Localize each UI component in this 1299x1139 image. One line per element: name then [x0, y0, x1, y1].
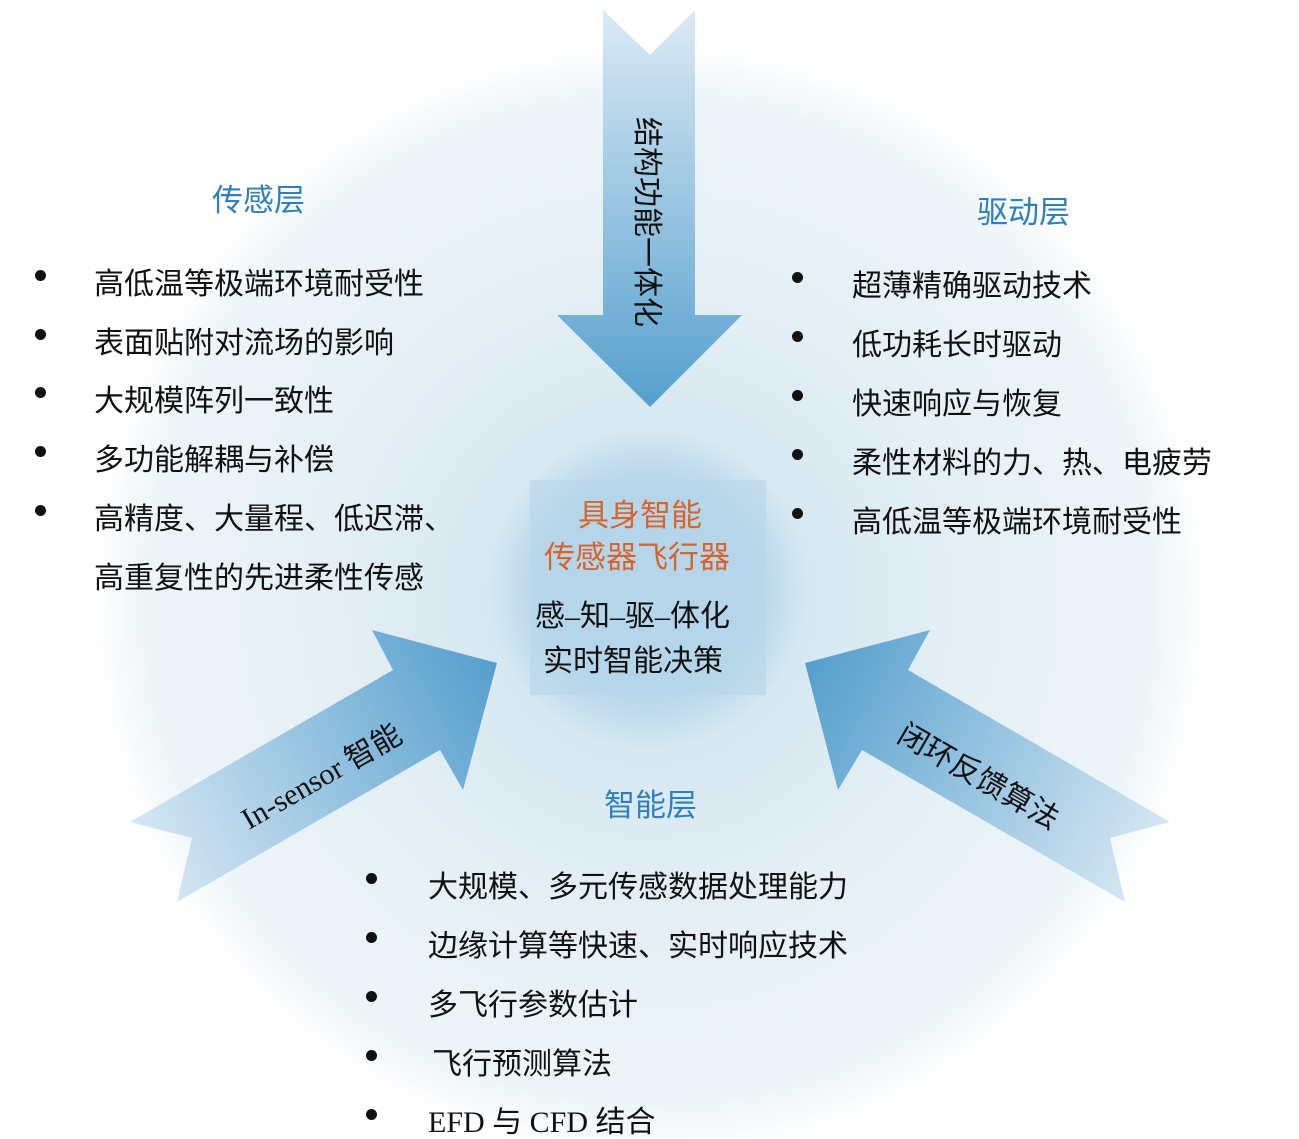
- list-item: 飞行预测算法: [432, 1048, 612, 1081]
- list-item: 高低温等极端环境耐受性: [94, 268, 424, 301]
- list-item: 大规模阵列一致性: [94, 385, 334, 418]
- bullet: [792, 390, 803, 401]
- core-title-line2: 传感器飞行器: [544, 540, 730, 575]
- bullet: [35, 329, 46, 340]
- actuation-title: 驱动层: [977, 195, 1070, 230]
- bullet: [366, 991, 377, 1002]
- sensing-title: 传感层: [212, 183, 305, 218]
- list-item: 边缘计算等快速、实时响应技术: [428, 930, 848, 963]
- core-title-line1: 具身智能: [578, 498, 702, 533]
- bullet: [792, 331, 803, 342]
- bullet: [35, 387, 46, 398]
- arrow-right: [805, 630, 1170, 902]
- list-item: 柔性材料的力、热、电疲劳: [852, 447, 1212, 480]
- arrow-top: [557, 10, 742, 407]
- arrow-top-label: 结构功能一体化: [630, 117, 663, 327]
- core-box: [530, 480, 766, 695]
- list-item-continued: 高重复性的先进柔性传感: [94, 562, 424, 595]
- bullet: [35, 505, 46, 516]
- bullet: [792, 272, 803, 283]
- list-item: 高低温等极端环境耐受性: [852, 506, 1182, 539]
- bullet: [366, 1109, 377, 1120]
- list-item: 快速响应与恢复: [852, 388, 1062, 421]
- list-item: 超薄精确驱动技术: [852, 270, 1092, 303]
- core-line3: 感–知–驱–体化: [535, 600, 730, 633]
- intelligence-title: 智能层: [604, 788, 697, 823]
- bullet: [366, 1050, 377, 1061]
- bullet: [792, 508, 803, 519]
- bullet: [366, 873, 377, 884]
- list-item: 高精度、大量程、低迟滞、: [94, 503, 454, 536]
- bullet: [366, 932, 377, 943]
- list-item: 大规模、多元传感数据处理能力: [428, 871, 848, 904]
- core-line4: 实时智能决策: [543, 645, 723, 678]
- bullet: [35, 270, 46, 281]
- list-item: 多功能解耦与补偿: [94, 444, 334, 477]
- list-item: 表面贴附对流场的影响: [94, 327, 394, 360]
- list-item: 低功耗长时驱动: [852, 329, 1062, 362]
- list-item: EFD 与 CFD 结合: [428, 1106, 656, 1139]
- arrow-left: [130, 630, 497, 902]
- list-item: 多飞行参数估计: [428, 989, 638, 1022]
- bullet: [35, 446, 46, 457]
- bullet: [792, 449, 803, 460]
